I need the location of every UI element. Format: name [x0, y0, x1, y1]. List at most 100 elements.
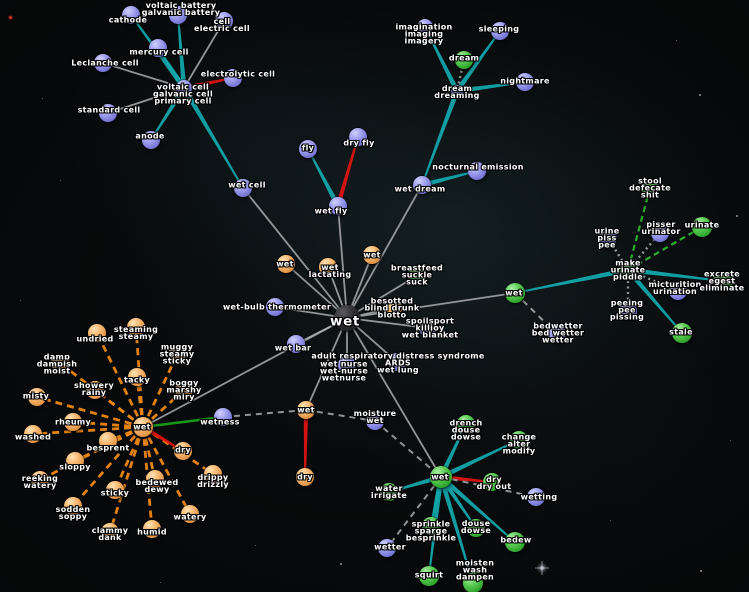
graph-node-v_bedew[interactable]: [505, 532, 525, 552]
edge-hypernym-v_hub-v_water: [388, 474, 442, 493]
graph-node-a_sodden[interactable]: [64, 497, 82, 515]
edge-plain-b_hub-b_cell: [183, 20, 225, 89]
graph-node-a_dry[interactable]: [174, 442, 192, 460]
graph-node-v_change[interactable]: [510, 431, 528, 449]
graph-node-m_moisture[interactable]: [366, 412, 384, 430]
graph-node-b_leclanche[interactable]: [94, 54, 112, 72]
graph-node-c_spoil[interactable]: [419, 319, 437, 337]
star-dot: [736, 215, 738, 217]
graph-node-f_fly[interactable]: [299, 140, 317, 158]
graph-node-a_sticky[interactable]: [106, 481, 124, 499]
graph-node-r_wet[interactable]: [505, 283, 525, 303]
graph-node-d_sleep[interactable]: [491, 22, 509, 40]
graph-node-u_urine[interactable]: [599, 229, 617, 247]
graph-node-b_mercury[interactable]: [149, 39, 167, 57]
graph-node-m_dry[interactable]: [296, 468, 314, 486]
graph-node-f_wetfly[interactable]: [329, 197, 347, 215]
graph-node-d_wetdream[interactable]: [413, 176, 431, 194]
graph-node-v_wetter[interactable]: [378, 539, 396, 557]
graph-node-c_ards[interactable]: [388, 353, 406, 371]
edge-similar-a_hub-a_reeking: [39, 425, 144, 482]
graph-node-c_wet2[interactable]: [363, 246, 381, 264]
graph-node-a_clammy[interactable]: [101, 523, 119, 541]
graph-node-a_undried[interactable]: [88, 324, 106, 342]
graph-node-v_hub[interactable]: [430, 466, 452, 488]
graph-node-c_thermo[interactable]: [266, 298, 284, 316]
graph-node-a_boggy[interactable]: [175, 381, 193, 399]
graph-node-c_wetbar[interactable]: [287, 335, 305, 353]
graph-node-u_hub[interactable]: [619, 261, 637, 279]
graph-node-a_showery[interactable]: [86, 381, 104, 399]
graph-node-d_dream[interactable]: [455, 51, 473, 69]
edge-hypernym-v_hub-v_change: [439, 439, 520, 480]
graph-node-u_stale[interactable]: [672, 323, 692, 343]
edge-plain-hub-r_wet: [346, 292, 516, 319]
graph-node-a_damp[interactable]: [51, 354, 69, 372]
graph-node-a_reeking[interactable]: [31, 471, 49, 489]
graph-node-a_watery[interactable]: [181, 505, 199, 523]
edge-similar-a_hub-a_sodden: [71, 426, 145, 507]
graph-node-u_excrete[interactable]: [713, 271, 733, 291]
graph-node-u_mict[interactable]: [669, 282, 687, 300]
graph-node-d_hub[interactable]: [451, 85, 463, 97]
edge-antonym-f_wetfly-f_dryfly: [335, 136, 359, 207]
star-dot: [60, 180, 61, 181]
graph-node-d_imag[interactable]: [417, 19, 433, 35]
graph-node-d_noct[interactable]: [468, 162, 486, 180]
graph-node-b_electro[interactable]: [224, 69, 242, 87]
graph-node-c_wet1[interactable]: [277, 255, 295, 273]
star-dot: [730, 440, 731, 441]
graph-node-hub[interactable]: [334, 305, 360, 331]
graph-node-d_night[interactable]: [516, 73, 534, 91]
graph-node-b_cell[interactable]: [215, 12, 233, 30]
graph-node-u_pisser[interactable]: [651, 224, 669, 242]
graph-node-u_urinate[interactable]: [692, 217, 712, 237]
graph-node-a_rheumy[interactable]: [64, 413, 82, 431]
graph-node-b_cathode[interactable]: [122, 6, 140, 24]
graph-node-a_humid[interactable]: [143, 520, 161, 538]
graph-node-c_nurse[interactable]: [338, 356, 356, 374]
graph-node-a_misty[interactable]: [28, 388, 46, 406]
star-dot: [42, 98, 43, 99]
graph-node-c_besot[interactable]: [384, 299, 402, 317]
graph-node-a_hub[interactable]: [133, 417, 153, 437]
edge-hypernym-b_hub-b_wetcell: [181, 86, 244, 189]
graph-node-c_lact[interactable]: [319, 258, 337, 276]
graph-node-v_douse[interactable]: [467, 519, 485, 537]
graph-node-v_sprinkle[interactable]: [422, 517, 440, 535]
graph-node-v_squirt[interactable]: [419, 566, 439, 586]
graph-node-b_hub[interactable]: [176, 80, 192, 96]
graph-node-v_dry[interactable]: [483, 473, 501, 491]
graph-node-a_steaming[interactable]: [127, 318, 145, 336]
graph-node-a_muggy[interactable]: [168, 346, 186, 364]
graph-node-a_tacky[interactable]: [128, 368, 146, 386]
edge-derivation-m_wet-m_moisture: [305, 409, 376, 422]
graph-node-v_water[interactable]: [380, 483, 398, 501]
graph-node-a_drippy[interactable]: [204, 465, 222, 483]
graph-node-v_drench[interactable]: [457, 415, 475, 433]
edge-derivation-a_wetness-m_wet: [222, 409, 307, 418]
graph-node-b_standard[interactable]: [99, 104, 117, 122]
graph-node-u_peeing[interactable]: [619, 302, 637, 320]
graph-node-c_breast[interactable]: [409, 266, 427, 284]
graph-node-a_wetness[interactable]: [214, 408, 232, 426]
graph-node-m_wet[interactable]: [297, 401, 315, 419]
graph-node-v_wetting[interactable]: [527, 488, 545, 506]
graph-node-u_stool[interactable]: [641, 179, 659, 197]
graph-node-a_sloppy[interactable]: [66, 452, 84, 470]
edge-antonym-b_hub-b_electro: [183, 77, 234, 91]
graph-node-a_besprent[interactable]: [99, 432, 117, 450]
graph-node-a_bedewed[interactable]: [146, 470, 164, 488]
graph-node-a_washed[interactable]: [24, 425, 42, 443]
graph-node-v_moisten[interactable]: [463, 573, 483, 592]
graph-node-f_dryfly[interactable]: [349, 128, 367, 146]
graph-node-r_bedw[interactable]: [548, 325, 566, 343]
star-dot: [160, 582, 161, 583]
graph-node-b_batt[interactable]: [169, 6, 187, 24]
graph-node-b_wetcell[interactable]: [234, 179, 252, 197]
star-burst: [535, 561, 549, 575]
edge-hypernym-v_hub-v_bedew: [439, 475, 516, 543]
star-dot: [340, 563, 342, 565]
graph-node-b_anode[interactable]: [142, 131, 160, 149]
edge-similar-a_hub-a_watery: [141, 426, 192, 515]
